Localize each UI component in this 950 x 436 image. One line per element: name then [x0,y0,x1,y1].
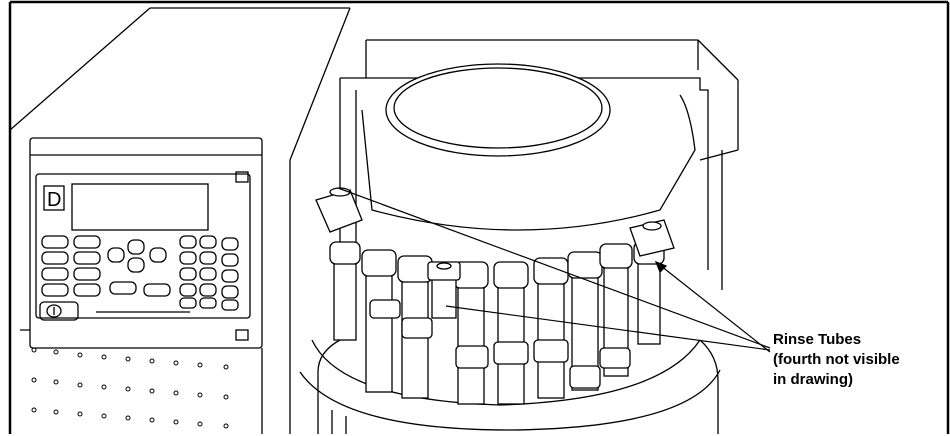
figure-frame [8,0,950,434]
rinse-tube-front [427,261,461,319]
vent-holes [31,347,229,429]
callout-line-3: in drawing) [773,371,853,388]
sample-tube [493,261,529,405]
sample-tube [633,241,665,345]
rinse-tube-left [315,187,363,233]
arrowhead [654,260,668,274]
control-panel: D [29,137,263,349]
rinse-tube-right [629,219,675,257]
lid-top-disc [385,63,611,157]
callout-line-2: (fourth not visible [773,351,900,368]
keypad [41,235,239,311]
carousel-lid [361,63,696,231]
logo-letter: D [47,189,61,211]
sample-tube [567,251,603,391]
callout-line-1: Rinse Tubes [773,331,862,348]
sample-tube [397,255,433,399]
carousel-base [299,339,721,434]
sample-tube [453,261,489,405]
sample-tube [533,257,569,399]
display-window [71,183,209,231]
sample-tubes [329,241,665,405]
sample-tube [599,243,633,377]
sample-tube [361,249,401,393]
leader-lines [337,187,771,353]
power-switch-icon [39,301,79,321]
logo-box [43,185,65,211]
rinse-tubes-label: Rinse Tubes (fourth not visible in drawi… [773,330,943,390]
rinse-tubes [315,187,675,319]
sample-tube [329,241,361,341]
